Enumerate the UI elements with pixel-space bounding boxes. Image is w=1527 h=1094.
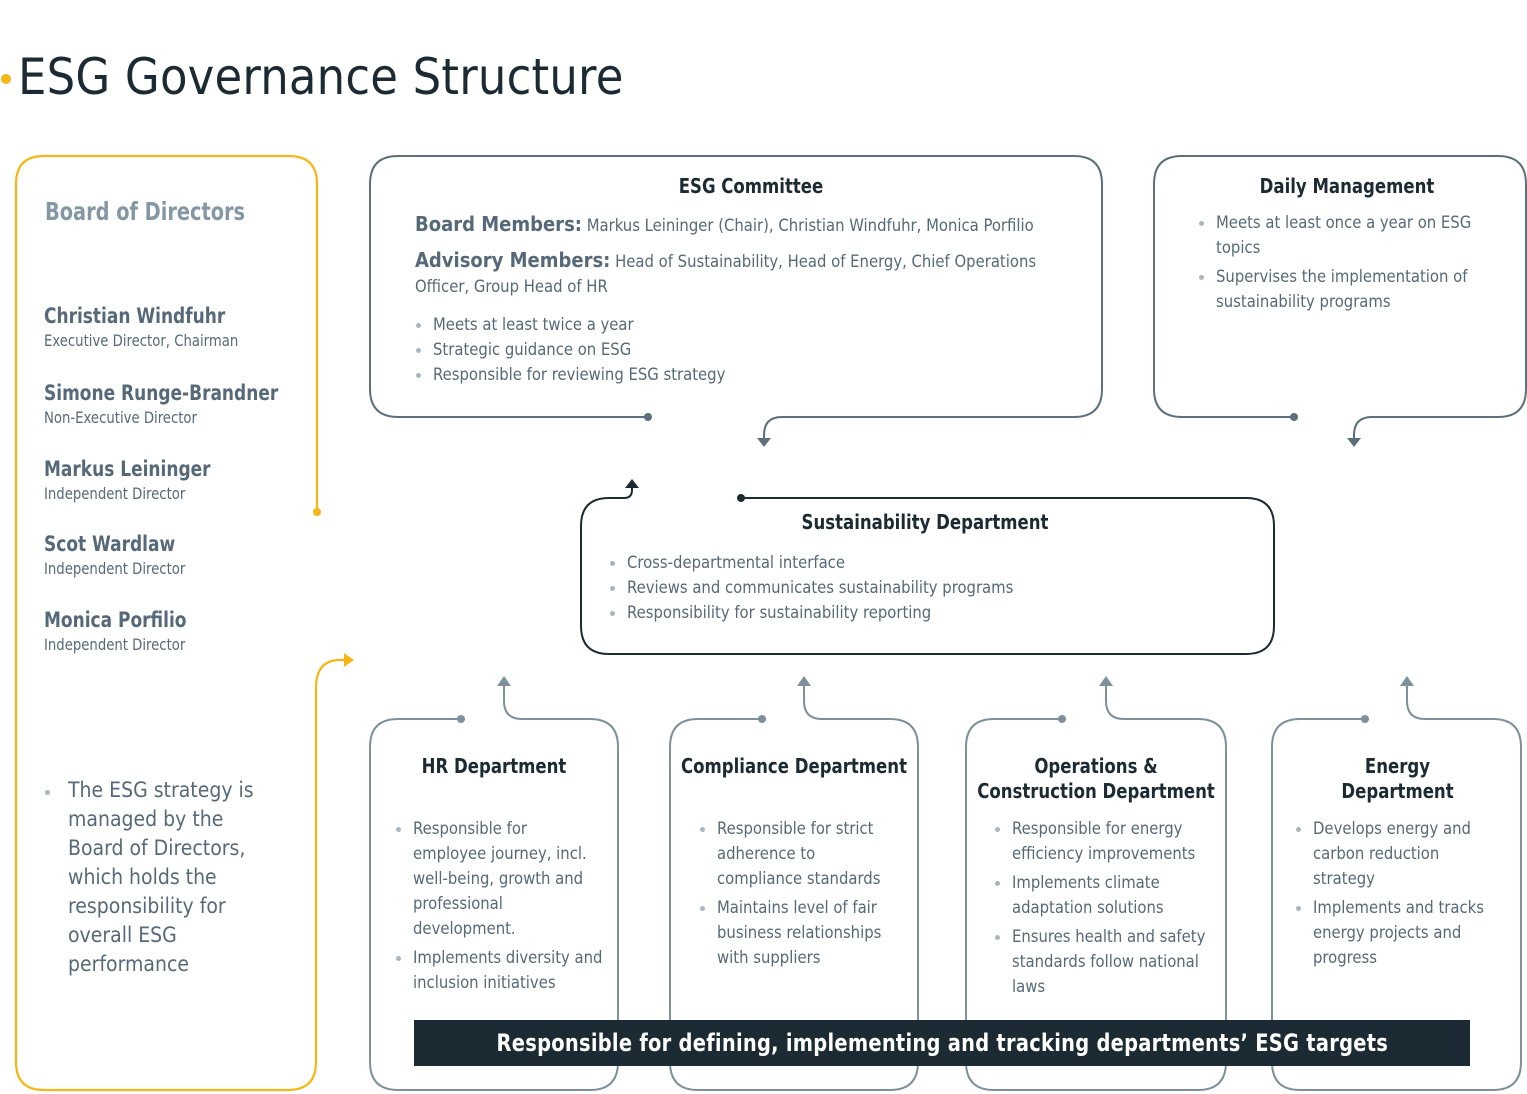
dept-bullet: Responsible for energy efficiency improv… <box>992 816 1207 866</box>
hr-connector-dot <box>457 715 465 723</box>
director-role: Independent Director <box>44 635 186 654</box>
daily-management-title: Daily Management <box>1259 174 1435 198</box>
energy-department-bullets: Develops energy and carbon reduction str… <box>1293 816 1493 974</box>
sustainability-department-bullets: Cross-departmental interface Reviews and… <box>607 550 1247 625</box>
director-entry: Scot Wardlaw Independent Director <box>44 532 314 578</box>
dm-bullet: Meets at least once a year on ESG topics <box>1196 210 1496 260</box>
daily-management-bullets: Meets at least once a year on ESG topics… <box>1196 210 1496 318</box>
hr-department-bullets: Responsible for employee journey, incl. … <box>393 816 603 999</box>
esg-bullet: Responsible for reviewing ESG strategy <box>413 362 1063 387</box>
hr-arrow-up-icon <box>497 676 511 686</box>
dept-bullet: Implements climate adaptation solutions <box>992 870 1207 920</box>
director-role: Independent Director <box>44 559 186 578</box>
advisory-members-line: Advisory Members: Head of Sustainability… <box>415 248 1075 299</box>
board-connector-dot <box>313 508 321 516</box>
operations-arrow-up-icon <box>1099 676 1113 686</box>
compliance-arrow-up-icon <box>797 676 811 686</box>
dm-arrow-down <box>1347 438 1361 447</box>
esg-connector-dot <box>644 413 652 421</box>
board-note: The ESG strategy is managed by the Board… <box>42 776 282 979</box>
hr-department-title: HR Department <box>421 754 567 778</box>
dept-bullet: Responsible for strict adherence to comp… <box>697 816 897 891</box>
operations-department-bullets: Responsible for energy efficiency improv… <box>992 816 1207 1003</box>
director-entry: Christian Windfuhr Executive Director, C… <box>44 304 314 350</box>
sd-arrow-up <box>625 479 639 488</box>
director-name: Simone Runge-Brandner <box>44 381 279 405</box>
banner-text: Responsible for defining, implementing a… <box>496 1029 1388 1057</box>
energy-connector-dot <box>1361 715 1369 723</box>
esg-committee-members: Board Members: Markus Leininger (Chair),… <box>415 212 1075 309</box>
dept-bullet: Ensures health and safety standards foll… <box>992 924 1207 999</box>
sd-bullet: Responsibility for sustainability report… <box>607 600 1247 625</box>
dept-bullet: Implements diversity and inclusion initi… <box>393 945 603 995</box>
esg-bullet: Strategic guidance on ESG <box>413 337 1063 362</box>
director-role: Non-Executive Director <box>44 408 197 427</box>
esg-bullet: Meets at least twice a year <box>413 312 1063 337</box>
dept-bullet: Responsible for employee journey, incl. … <box>393 816 603 941</box>
board-note-text: The ESG strategy is managed by the Board… <box>42 776 282 979</box>
energy-department-title: Energy Department <box>1341 754 1454 803</box>
advisory-members-label: Advisory Members: <box>415 248 611 272</box>
esg-arrow-down <box>757 438 771 447</box>
director-name: Christian Windfuhr <box>44 304 226 328</box>
board-members-label: Board Members: <box>415 212 582 236</box>
sd-bullet: Cross-departmental interface <box>607 550 1247 575</box>
board-arrow-head <box>344 653 354 667</box>
dm-connector-dot <box>1290 413 1298 421</box>
board-title: Board of Directors <box>45 197 246 226</box>
dept-bullet: Maintains level of fair business relatio… <box>697 895 897 970</box>
dept-bullet: Develops energy and carbon reduction str… <box>1293 816 1493 891</box>
esg-committee-title: ESG Committee <box>678 174 824 198</box>
director-entry: Markus Leininger Independent Director <box>44 457 314 503</box>
director-role: Independent Director <box>44 484 186 503</box>
director-name: Markus Leininger <box>44 457 211 481</box>
sd-connector-dot <box>737 494 745 502</box>
director-role: Executive Director, Chairman <box>44 331 239 350</box>
director-entry: Monica Porfilio Independent Director <box>44 608 314 654</box>
responsibility-banner: Responsible for defining, implementing a… <box>414 1020 1470 1066</box>
operations-department-title: Operations & Construction Department <box>977 754 1215 803</box>
compliance-department-title: Compliance Department <box>681 754 907 778</box>
compliance-department-bullets: Responsible for strict adherence to comp… <box>697 816 897 974</box>
advisory-members-value: Head of Sustainability, Head of Energy, … <box>415 252 1037 296</box>
director-name: Scot Wardlaw <box>44 532 176 556</box>
page-title: ESG Governance Structure <box>18 48 624 106</box>
board-members-line: Board Members: Markus Leininger (Chair),… <box>415 212 1075 238</box>
sustainability-department-title: Sustainability Department <box>801 510 1049 534</box>
director-entry: Simone Runge-Brandner Non-Executive Dire… <box>44 381 314 427</box>
dm-bullet: Supervises the implementation of sustain… <box>1196 264 1496 314</box>
board-members-value: Markus Leininger (Chair), Christian Wind… <box>586 216 1034 235</box>
title-bullet-dot <box>1 74 11 84</box>
esg-committee-bullets: Meets at least twice a year Strategic gu… <box>413 312 1063 387</box>
compliance-connector-dot <box>758 715 766 723</box>
energy-arrow-up-icon <box>1400 676 1414 686</box>
operations-connector-dot <box>1058 715 1066 723</box>
sd-bullet: Reviews and communicates sustainability … <box>607 575 1247 600</box>
dept-bullet: Implements and tracks energy projects an… <box>1293 895 1493 970</box>
director-name: Monica Porfilio <box>44 608 187 632</box>
